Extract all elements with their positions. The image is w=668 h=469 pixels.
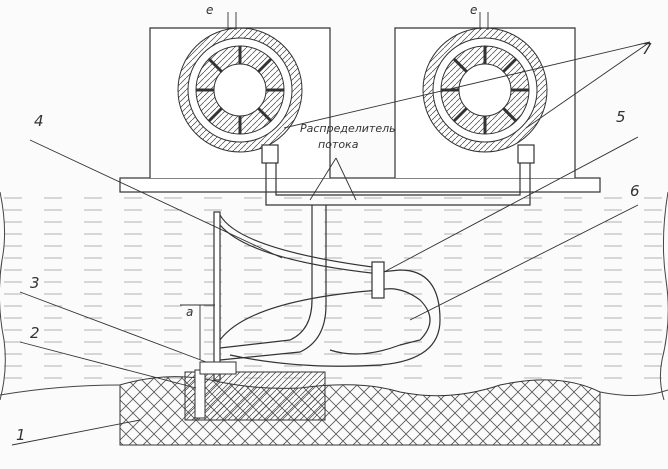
gap-e-left-label: e — [206, 3, 213, 17]
gap-e-right-label: e — [470, 3, 477, 17]
part-2-label: 2 — [30, 324, 40, 342]
part-1-label: 1 — [16, 426, 26, 444]
gap-a-label: a — [186, 305, 193, 319]
part-6-label: 6 — [630, 182, 640, 200]
top-plate — [120, 178, 600, 192]
flow-distributor-label-1: Распределитель — [300, 122, 396, 135]
water-body — [0, 192, 668, 388]
part-4-label: 4 — [34, 112, 44, 130]
part-3-label: 3 — [30, 274, 40, 292]
fan-right — [423, 28, 547, 152]
flow-distributor-label-2: потока — [318, 138, 359, 151]
fan-left — [178, 28, 302, 152]
part-5-label: 5 — [616, 108, 626, 126]
part-7-label: 7 — [642, 40, 652, 58]
base-block — [185, 372, 325, 420]
